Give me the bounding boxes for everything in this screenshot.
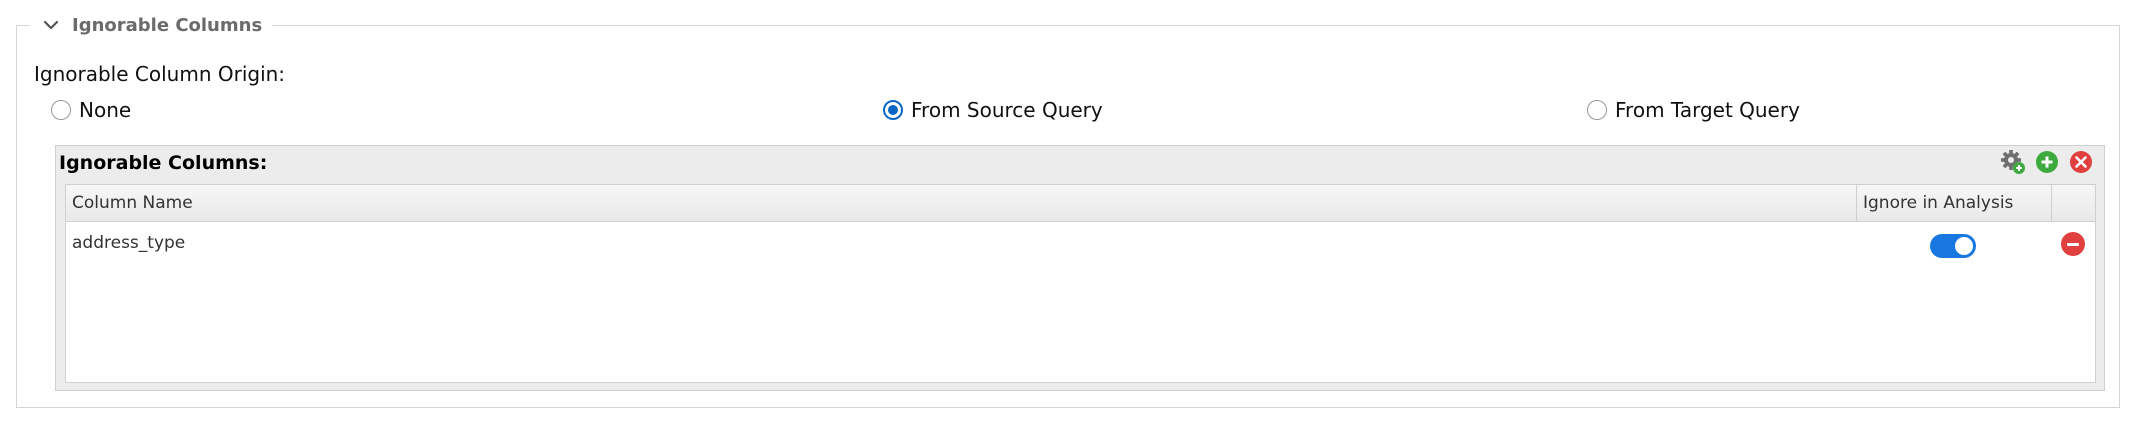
add-column-button[interactable] <box>2035 150 2059 178</box>
column-name-cell: address_type <box>72 233 186 253</box>
origin-option-label: From Source Query <box>911 98 1103 122</box>
plus-circle-icon <box>2035 150 2059 178</box>
column-divider <box>2051 185 2052 221</box>
origin-option-label: None <box>79 98 132 122</box>
chevron-down-icon[interactable] <box>38 12 64 38</box>
radio-target-query[interactable] <box>1587 100 1607 120</box>
radio-source-query[interactable] <box>883 100 903 120</box>
origin-option-label: From Target Query <box>1615 98 1800 122</box>
column-divider <box>1856 185 1857 221</box>
origin-option-source-query[interactable]: From Source Query <box>883 98 1103 122</box>
table-row: address_type <box>66 222 2095 264</box>
section-title: Ignorable Columns <box>72 14 263 36</box>
radio-none[interactable] <box>51 100 71 120</box>
columns-grid: Column Name Ignore in Analysis address_t… <box>65 184 2096 383</box>
ignorable-columns-section <box>16 25 2120 408</box>
grid-header: Column Name Ignore in Analysis <box>66 185 2095 222</box>
remove-row-button[interactable] <box>2061 232 2085 256</box>
ignore-in-analysis-toggle[interactable] <box>1930 234 1976 258</box>
origin-option-none[interactable]: None <box>51 98 131 122</box>
ignorable-columns-panel: Ignorable Columns: <box>55 145 2105 391</box>
toggle-knob <box>1955 237 1973 255</box>
close-circle-icon <box>2069 150 2093 178</box>
column-header-ignore[interactable]: Ignore in Analysis <box>1863 193 2014 213</box>
clear-all-button[interactable] <box>2069 150 2093 178</box>
section-legend: Ignorable Columns <box>30 12 273 38</box>
settings-add-button[interactable] <box>2000 149 2026 179</box>
gear-plus-icon <box>2000 149 2026 179</box>
column-header-name[interactable]: Column Name <box>72 193 193 213</box>
panel-title: Ignorable Columns: <box>59 152 268 174</box>
origin-label: Ignorable Column Origin: <box>34 62 286 86</box>
origin-option-target-query[interactable]: From Target Query <box>1587 98 1800 122</box>
